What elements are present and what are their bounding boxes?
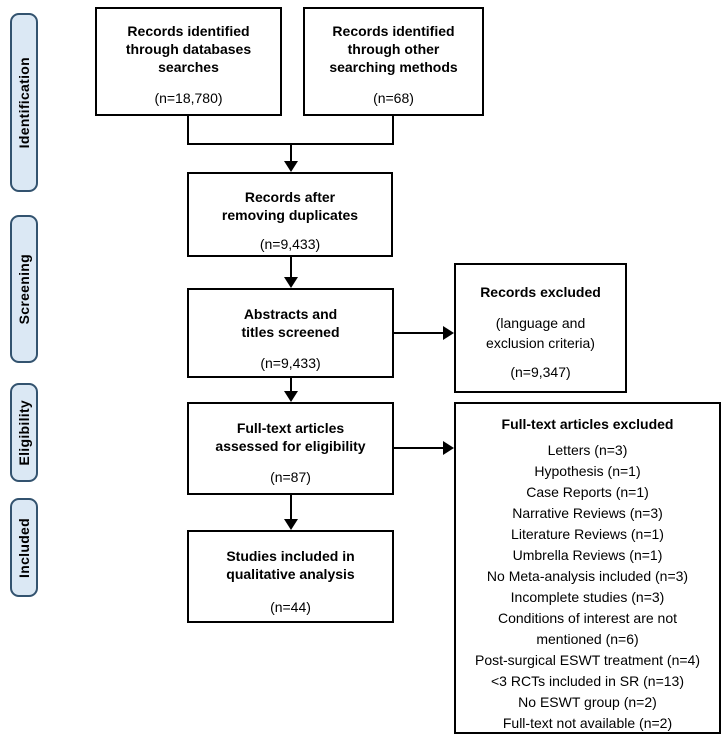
exclusion-reason: Incomplete studies (n=3) <box>510 589 665 605</box>
box-title: Records after removing duplicates <box>221 189 359 223</box>
box-count: (n=9,433) <box>259 236 321 252</box>
exclusion-reason: No ESWT group (n=2) <box>518 694 657 710</box>
stage-label-text: Identification <box>16 56 32 149</box>
stage-label-screening: Screening <box>10 215 38 363</box>
box-title: Full-text articles assessed for eligibil… <box>215 420 366 454</box>
box-abstracts-screened: Abstracts and titles screened (n=9,433) <box>187 288 394 378</box>
exclusion-reason: <3 RCTs included in SR (n=13) <box>491 673 684 689</box>
stage-label-identification: Identification <box>10 13 38 192</box>
exclusion-reason: Post-surgical ESWT treatment (n=4) <box>475 652 700 668</box>
exclusion-reason: Conditions of interest are not mentioned… <box>498 610 677 647</box>
exclusion-reason: Full-text not available (n=2) <box>502 715 673 731</box>
box-title: Abstracts and titles screened <box>241 306 340 340</box>
box-count: (n=9,433) <box>260 355 321 371</box>
box-title: Full-text articles excluded <box>501 416 674 432</box>
exclusion-reason: Hypothesis (n=1) <box>534 463 641 479</box>
box-included-qualitative: Studies included in qualitative analysis… <box>187 530 394 623</box>
exclusion-reason: No Meta-analysis included (n=3) <box>486 568 689 584</box>
box-title: Studies included in qualitative analysis <box>226 548 355 582</box>
exclusion-reason: Case Reports (n=1) <box>526 484 649 500</box>
box-subtitle: (language and exclusion criteria) <box>486 315 595 351</box>
box-title: Records excluded <box>480 284 601 300</box>
arrowhead-to-included <box>284 519 298 530</box>
exclusion-reason: Narrative Reviews (n=3) <box>512 505 663 521</box>
stage-label-text: Eligibility <box>16 399 32 466</box>
box-records-other-methods: Records identified through other searchi… <box>303 7 484 116</box>
box-count: (n=68) <box>373 90 414 106</box>
stage-label-eligibility: Eligibility <box>10 383 38 482</box>
box-fulltext-assessed: Full-text articles assessed for eligibil… <box>187 402 394 495</box>
arrowhead-to-records-excluded <box>443 326 454 340</box>
box-records-excluded: Records excluded (language and exclusion… <box>454 263 627 393</box>
stage-label-text: Screening <box>16 253 32 325</box>
arrowhead-to-screened <box>284 277 298 288</box>
box-title: Records identified through databases sea… <box>125 23 252 75</box>
box-after-duplicates: Records after removing duplicates (n=9,4… <box>187 172 393 257</box>
exclusion-reason: Literature Reviews (n=1) <box>511 526 664 542</box>
exclusion-reason-list: Letters (n=3) Hypothesis (n=1) Case Repo… <box>464 440 711 734</box>
box-fulltext-excluded: Full-text articles excluded Letters (n=3… <box>454 402 721 734</box>
box-count: (n=44) <box>270 599 311 615</box>
arrowhead-to-fulltext-excluded <box>443 441 454 455</box>
stage-label-text: Included <box>16 517 32 578</box>
arrowhead-to-fulltext <box>284 391 298 402</box>
exclusion-reason: Letters (n=3) <box>547 442 628 458</box>
box-records-databases: Records identified through databases sea… <box>95 7 282 116</box>
box-count: (n=87) <box>270 469 311 485</box>
box-count: (n=9,347) <box>510 364 571 380</box>
stage-label-included: Included <box>10 498 38 597</box>
arrowhead-to-duplicates <box>284 161 298 172</box>
box-title: Records identified through other searchi… <box>329 23 458 75</box>
box-count: (n=18,780) <box>154 90 223 106</box>
exclusion-reason: Umbrella Reviews (n=1) <box>512 547 663 563</box>
